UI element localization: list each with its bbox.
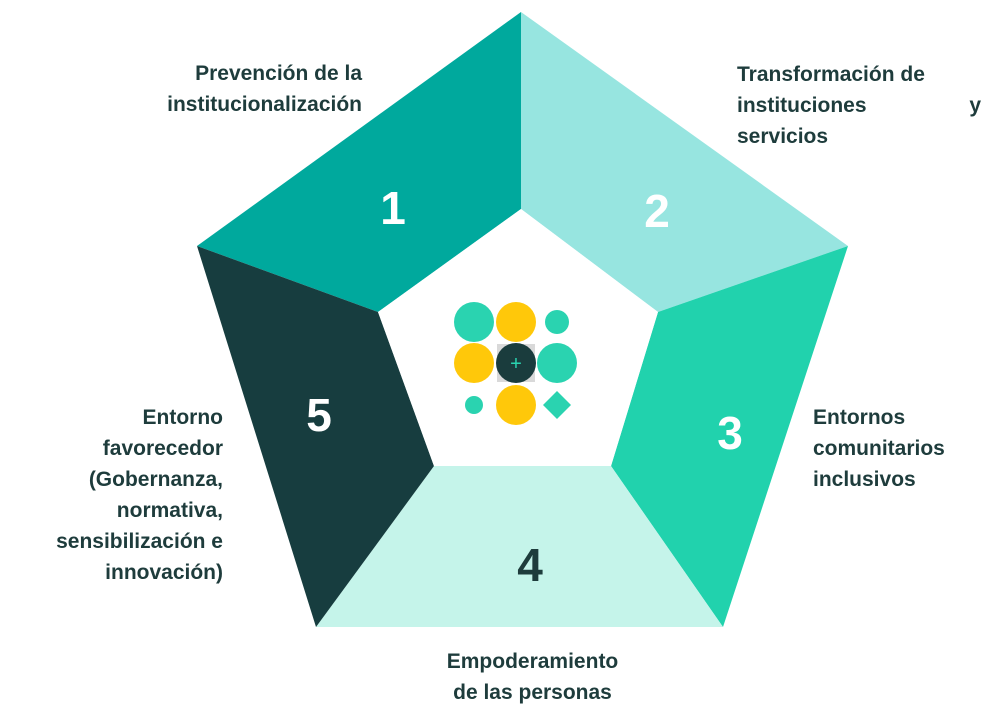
segment-number-5: 5	[306, 389, 332, 441]
center-logo: +	[454, 302, 577, 425]
segment-3	[611, 246, 848, 627]
logo-dot	[496, 302, 536, 342]
segment-4	[316, 466, 723, 627]
logo-diamond	[543, 391, 571, 419]
label-entorno-favorecedor: Entorno favorecedor (Gobernanza, normati…	[56, 406, 223, 584]
label-empoderamiento: Empoderamiento de las personas	[446, 650, 619, 704]
logo-dot	[454, 302, 494, 342]
label-entornos-comunitarios: Entornos comunitarios inclusivos	[813, 406, 945, 491]
segment-number-3: 3	[717, 407, 743, 459]
segment-2	[521, 12, 848, 312]
logo-dot	[496, 385, 536, 425]
logo-dot	[537, 343, 577, 383]
segment-1	[197, 12, 521, 312]
segment-number-1: 1	[380, 182, 406, 234]
label-prevencion: Prevención de la institucionalización	[167, 62, 362, 116]
segment-number-2: 2	[644, 185, 670, 237]
segment-5	[197, 246, 434, 627]
segment-number-4: 4	[517, 539, 543, 591]
logo-dot	[465, 396, 483, 414]
logo-dot	[454, 343, 494, 383]
logo-dot	[545, 310, 569, 334]
logo-dot	[496, 343, 536, 383]
plus-icon: +	[510, 353, 522, 375]
